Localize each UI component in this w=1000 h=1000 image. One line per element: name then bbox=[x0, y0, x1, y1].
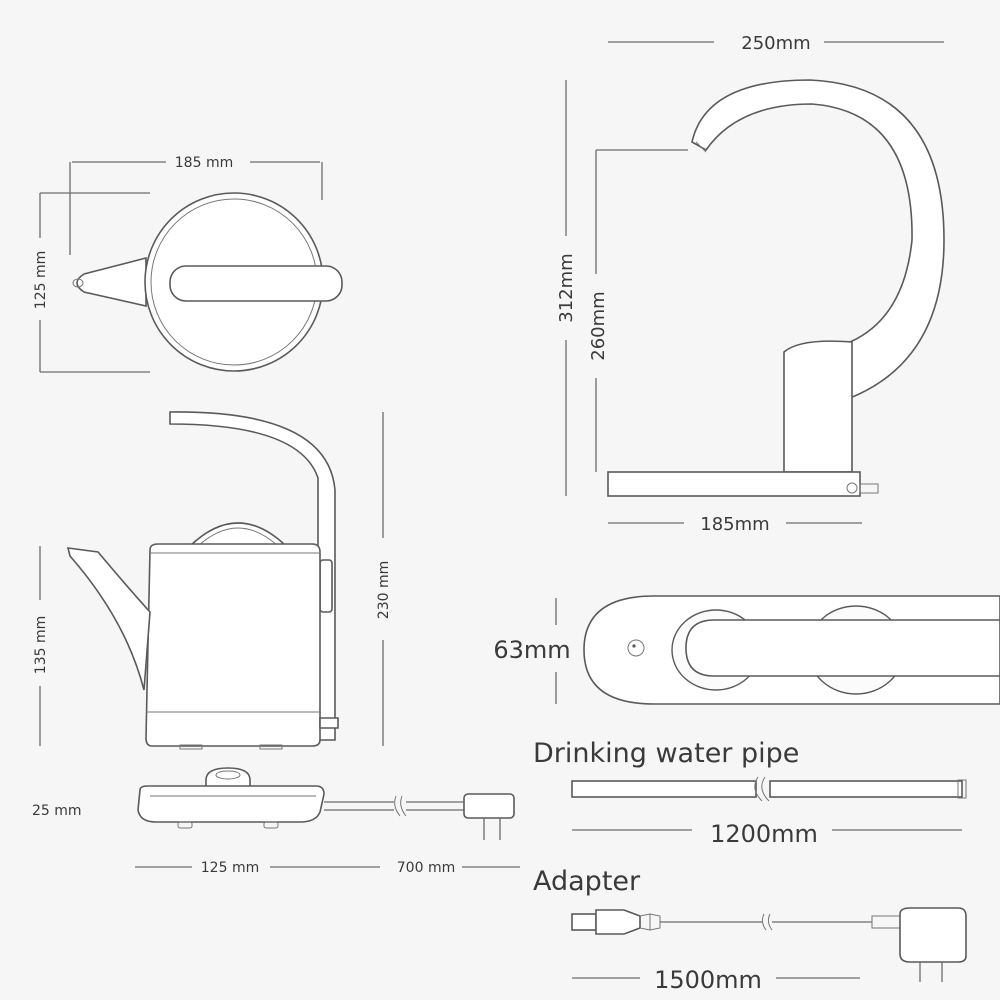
side-handle-grip bbox=[319, 559, 333, 613]
adapter-jack-body bbox=[595, 909, 641, 935]
pipe-title: Drinking water pipe bbox=[533, 738, 799, 769]
side-lid-inner bbox=[197, 527, 279, 547]
side-total-height-label: 230 mm bbox=[376, 561, 392, 619]
dispenser-top-view: 63mm bbox=[493, 595, 1000, 705]
kettle-base-view: 25 mm 125 mm 700 mm bbox=[32, 767, 520, 876]
adapter-section: Adapter 1500mm bbox=[533, 866, 967, 994]
base-connector-top bbox=[215, 770, 241, 780]
top-spout bbox=[76, 256, 147, 308]
adapter-cable-strain bbox=[871, 915, 901, 929]
side-body-height-label: 135 mm bbox=[33, 616, 49, 674]
base-height-label: 25 mm bbox=[32, 803, 82, 819]
disp-base-port bbox=[859, 483, 879, 494]
disp-arm-tip bbox=[695, 141, 707, 153]
pipe-end bbox=[957, 779, 967, 799]
base-foot-left bbox=[177, 821, 193, 829]
cord-length-label: 700 mm bbox=[397, 860, 455, 876]
adapter-jack-grip-1 bbox=[639, 913, 651, 931]
side-body bbox=[145, 543, 321, 747]
adapter-break-2 bbox=[767, 913, 773, 931]
base-plug bbox=[463, 793, 515, 819]
disp-top-depth-label: 63mm bbox=[493, 636, 570, 664]
dispenser-side-view: 250mm 312mm 260mm 185mm bbox=[556, 33, 945, 535]
kettle-side-view: 230 mm 135 mm bbox=[33, 411, 392, 750]
disp-total-height-label: 312mm bbox=[556, 253, 577, 322]
disp-spout-height-label: 260mm bbox=[588, 291, 609, 360]
side-lid-dome bbox=[188, 522, 288, 547]
disp-column bbox=[783, 340, 853, 473]
disp-base-button bbox=[846, 482, 858, 494]
disp-top-button bbox=[627, 639, 645, 657]
adapter-length-label: 1500mm bbox=[654, 966, 762, 994]
top-depth-label: 125 mm bbox=[33, 251, 49, 309]
side-foot-left bbox=[179, 744, 203, 750]
kettle-top-view: 185 mm 125 mm bbox=[33, 155, 343, 373]
adapter-brick bbox=[899, 907, 967, 963]
pipe-section: Drinking water pipe 1200mm bbox=[533, 738, 967, 848]
base-cord-break-1 bbox=[394, 795, 401, 817]
base-cord-break-2 bbox=[400, 795, 407, 817]
adapter-jack-tip bbox=[571, 913, 597, 931]
pipe-break-1 bbox=[754, 776, 763, 802]
pipe-break-2 bbox=[761, 776, 770, 802]
adapter-title: Adapter bbox=[533, 866, 641, 897]
side-switch bbox=[319, 717, 339, 729]
side-foot-right bbox=[259, 744, 283, 750]
top-spout-tip bbox=[72, 278, 84, 288]
top-handle bbox=[169, 265, 343, 302]
side-spout bbox=[66, 547, 151, 691]
adapter-break-1 bbox=[761, 913, 767, 931]
pipe-segment-right bbox=[769, 780, 963, 798]
disp-top-button-dot bbox=[632, 644, 636, 648]
disp-width-label: 250mm bbox=[741, 33, 810, 54]
base-width-label: 125 mm bbox=[201, 860, 259, 876]
base-plate bbox=[137, 785, 325, 823]
adapter-jack-grip-2 bbox=[649, 913, 661, 931]
top-width-label: 185 mm bbox=[175, 155, 233, 171]
pipe-segment-left bbox=[571, 780, 757, 798]
disp-base bbox=[607, 471, 861, 497]
base-foot-right bbox=[263, 821, 279, 829]
disp-arm bbox=[691, 79, 945, 400]
disp-base-width-label: 185mm bbox=[700, 514, 769, 535]
disp-top-arm bbox=[685, 619, 1000, 677]
pipe-length-label: 1200mm bbox=[710, 820, 818, 848]
